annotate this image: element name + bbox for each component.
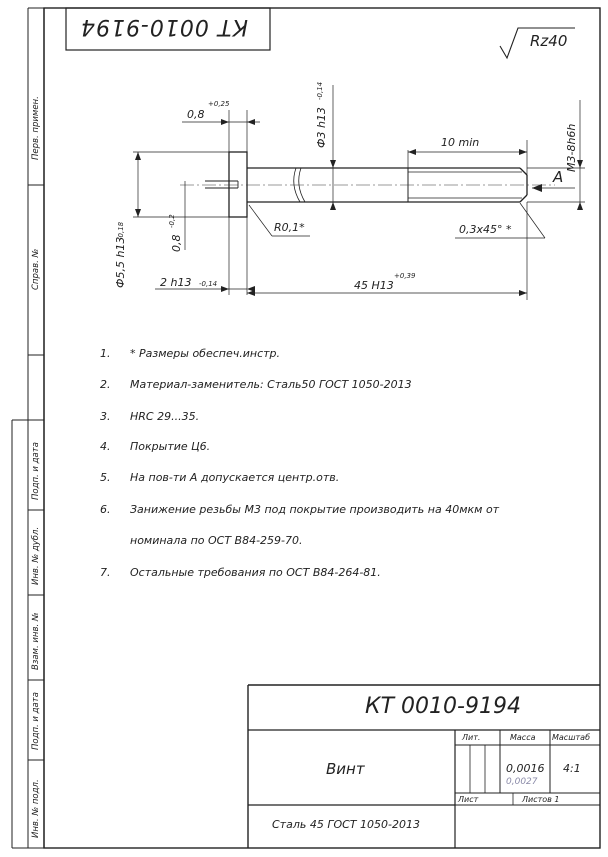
side-label-inv-podl: Инв. № подл. xyxy=(31,779,41,838)
note-number: 1. xyxy=(100,347,111,360)
part-name: Винт xyxy=(326,760,365,778)
note-number: 2. xyxy=(100,378,111,391)
scale-label: Масштаб xyxy=(552,733,591,742)
dim-0-8-vert: 0,8 xyxy=(170,234,183,253)
sheet-label: Лист xyxy=(458,795,479,804)
dim-0-8-top: 0,8 xyxy=(187,108,205,121)
roughness-label: Rz40 xyxy=(530,32,568,50)
note-number: 6. xyxy=(100,503,111,516)
note-text: Занижение резьбы М3 под покрытие произво… xyxy=(130,503,500,516)
dim-a: A xyxy=(553,168,564,186)
note-number: 7. xyxy=(100,566,111,579)
dim-2-h13-tol: -0,14 xyxy=(199,280,218,288)
note-text: Материал-заменитель: Сталь50 ГОСТ 1050-2… xyxy=(130,378,412,391)
roughness-symbol xyxy=(499,27,575,60)
note-text: * Размеры обеспеч.инстр. xyxy=(130,347,281,360)
mass-handwritten: 0,0027 xyxy=(506,777,538,787)
material: Сталь 45 ГОСТ 1050-2013 xyxy=(272,818,420,831)
dim-45: 45 H13 xyxy=(354,279,394,292)
side-label-perv: Перв. примен. xyxy=(31,96,41,160)
dim-diam-5-5-tol: -0,18 xyxy=(117,221,125,240)
sheets-label: Листов 1 xyxy=(522,795,560,804)
dim-0-8-top-tol: +0,25 xyxy=(208,100,230,108)
note-text: номинала по ОСТ В84-259-70. xyxy=(130,534,303,547)
dim-chamfer: 0,3x45° * xyxy=(459,223,512,236)
title-block xyxy=(247,684,600,848)
note-text: Покрытие Ц6. xyxy=(130,440,211,453)
stamp-box xyxy=(65,7,271,51)
dim-0-8-vert-tol: -0,2 xyxy=(168,214,176,228)
note-text: Остальные требования по ОСТ В84-264-81. xyxy=(130,566,381,579)
screw-drawing xyxy=(205,151,528,218)
mass-label: Масса xyxy=(510,733,536,742)
lit-label: Лит. xyxy=(462,733,481,742)
dim-10-min: 10 min xyxy=(441,136,480,149)
dim-diam-5-5: Ф5,5 h13 xyxy=(114,236,127,288)
scale-value: 4:1 xyxy=(563,762,581,775)
side-label-inv-dubl: Инв. № дубл. xyxy=(31,526,41,585)
note-number: 3. xyxy=(100,410,111,423)
side-label-podp2: Подп. и дата xyxy=(31,692,41,750)
stamp-code: КТ 0010-9194 xyxy=(80,14,248,39)
note-number: 4. xyxy=(100,440,111,453)
dim-diam-3-tol: -0,14 xyxy=(316,81,324,100)
dim-r: R0,1* xyxy=(274,221,305,234)
side-label-vzam: Взам. инв. № xyxy=(31,612,41,670)
side-label-podp1: Подп. и дата xyxy=(31,442,41,500)
title-code: КТ 0010-9194 xyxy=(365,694,521,719)
dim-m3: M3-8h6h xyxy=(565,123,578,172)
note-text: HRC 29...35. xyxy=(130,410,200,423)
note-text: На пов-ти А допускается центр.отв. xyxy=(130,471,340,484)
side-label-sprav: Справ. № xyxy=(31,248,41,290)
dim-diam-3: Ф3 h13 xyxy=(315,107,328,148)
dim-2-h13: 2 h13 xyxy=(160,276,192,289)
dim-45-tol: +0,39 xyxy=(394,272,416,280)
mass-value: 0,0016 xyxy=(506,762,545,775)
note-number: 5. xyxy=(100,471,111,484)
